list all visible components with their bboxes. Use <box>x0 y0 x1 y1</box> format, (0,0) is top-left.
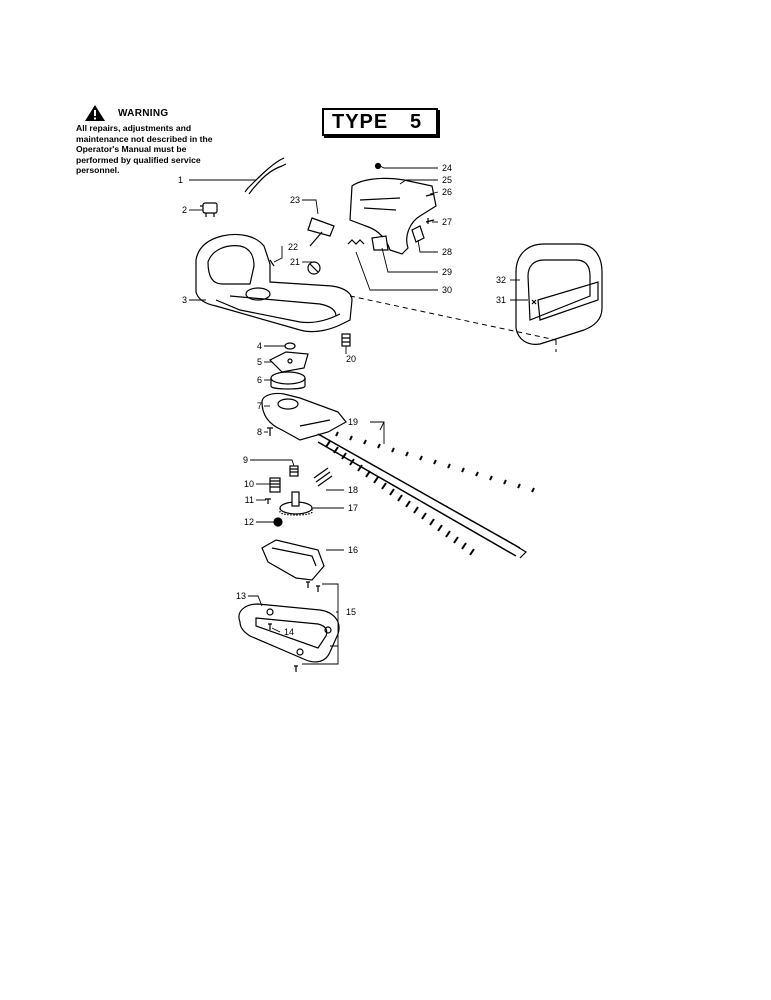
callout-29: 29 <box>442 267 452 277</box>
callout-9: 9 <box>243 455 248 465</box>
callout-11: 11 <box>245 495 254 505</box>
part-boss <box>341 333 351 347</box>
part-drawings <box>195 157 603 672</box>
callout-20: 20 <box>346 354 356 364</box>
part-bottom-cover <box>238 603 340 663</box>
part-wire-harness <box>244 157 287 195</box>
callout-23: 23 <box>290 195 300 205</box>
callout-21: 21 <box>290 257 300 267</box>
callout-15: 15 <box>346 607 356 617</box>
warning-text: All repairs, adjustments and maintenance… <box>76 123 213 176</box>
callout-25: 25 <box>442 175 452 185</box>
callout-12: 12 <box>244 517 254 527</box>
callout-labels: 1 2 3 4 5 6 7 8 9 10 11 12 13 14 15 16 1… <box>178 163 506 637</box>
assembly-dash-line <box>349 295 557 352</box>
part-bushing <box>289 465 299 477</box>
part-switch-actuator <box>411 225 425 243</box>
callout-31: 31 <box>496 295 506 305</box>
part-gasket-plate <box>261 539 325 581</box>
warning-header: WARNING <box>84 104 226 122</box>
callout-17: 17 <box>348 503 358 513</box>
part-throttle-trigger <box>307 217 335 247</box>
warning-triangle-icon <box>85 105 105 121</box>
callout-28: 28 <box>442 247 452 257</box>
callout-26: 26 <box>442 187 452 197</box>
part-screw-26 <box>425 193 435 197</box>
part-main-gear <box>279 491 313 516</box>
part-screw-27 <box>425 218 435 224</box>
part-clutch-drum <box>270 371 306 390</box>
callout-14: 14 <box>284 627 294 637</box>
warning-notice: WARNING All repairs, adjustments and mai… <box>76 104 226 176</box>
part-switch <box>200 202 218 217</box>
part-screw-24 <box>374 162 382 170</box>
callout-22: 22 <box>288 242 298 252</box>
callout-30: 30 <box>442 285 452 295</box>
leader-lines <box>189 165 528 665</box>
part-washer <box>284 342 296 350</box>
part-front-handle-housing <box>195 233 353 333</box>
callout-16: 16 <box>348 545 358 555</box>
part-screw-31 <box>531 299 537 305</box>
part-cover-plate <box>268 351 309 373</box>
part-screw-11 <box>265 498 271 504</box>
callout-2: 2 <box>182 205 187 215</box>
part-crank-spring <box>313 467 333 487</box>
callout-3: 3 <box>182 295 187 305</box>
part-screw-8 <box>267 427 273 436</box>
part-spring-30 <box>347 239 365 245</box>
callout-4: 4 <box>257 341 262 351</box>
callout-19: 19 <box>348 417 358 427</box>
callout-32: 32 <box>496 275 506 285</box>
callout-5: 5 <box>257 357 262 367</box>
type-number: 5 <box>410 111 423 133</box>
part-pin-22 <box>269 259 275 267</box>
type-label-box: TYPE 5 <box>322 108 438 136</box>
callout-6: 6 <box>257 375 262 385</box>
warning-title: WARNING <box>118 107 169 119</box>
part-pinion-gear <box>269 477 281 493</box>
callout-13: 13 <box>236 591 246 601</box>
callout-8: 8 <box>257 427 262 437</box>
callout-24: 24 <box>442 163 452 173</box>
part-handle-guard <box>515 243 603 345</box>
part-rear-handle-half <box>349 177 437 255</box>
part-lockout <box>371 235 389 251</box>
part-gear-housing <box>261 392 347 441</box>
callout-7: 7 <box>257 401 262 411</box>
type-label: TYPE <box>332 111 389 133</box>
part-knob <box>307 261 321 275</box>
callout-10: 10 <box>244 479 254 489</box>
part-cutting-blade <box>317 431 535 559</box>
callout-27: 27 <box>442 217 452 227</box>
callout-1: 1 <box>178 175 183 185</box>
part-nut <box>273 517 283 527</box>
part-screw-14 <box>268 623 272 630</box>
callout-18: 18 <box>348 485 358 495</box>
